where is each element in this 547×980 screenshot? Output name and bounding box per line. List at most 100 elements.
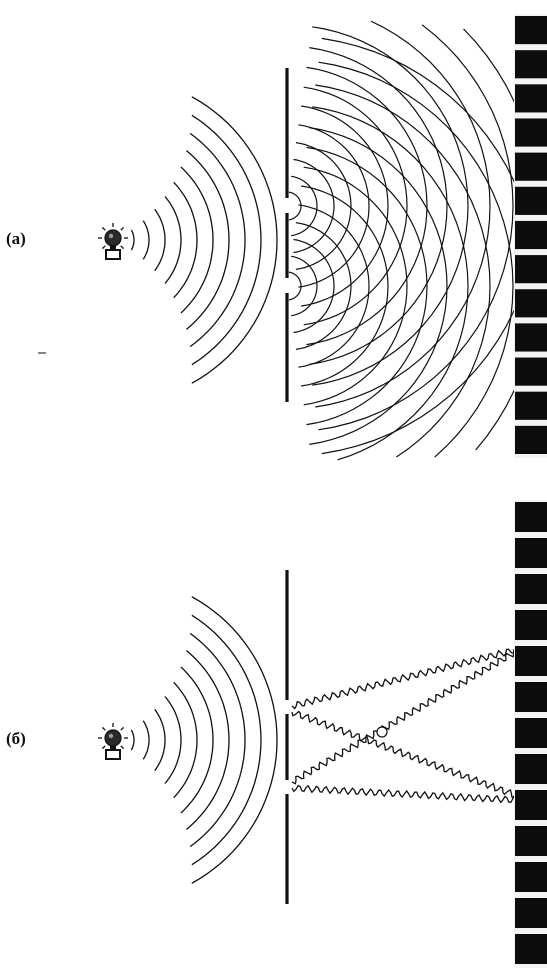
wavefront-arc bbox=[130, 729, 135, 751]
screen-band bbox=[515, 646, 547, 676]
diffracted-arc bbox=[293, 158, 335, 254]
photon-path bbox=[291, 784, 516, 804]
photon-path bbox=[291, 648, 516, 710]
wavefront-arc bbox=[142, 220, 150, 260]
bulb-base bbox=[105, 249, 121, 260]
bulb-glass bbox=[104, 729, 122, 747]
light-ray bbox=[120, 745, 125, 750]
photon-path bbox=[291, 710, 515, 799]
diffracted-arc bbox=[303, 86, 408, 326]
crossing-point bbox=[376, 726, 388, 738]
wavefront-arc bbox=[164, 196, 182, 284]
wavefront-arc bbox=[189, 632, 246, 848]
diffracted-arc bbox=[306, 146, 428, 426]
screen-band bbox=[515, 84, 547, 113]
diffracted-arc bbox=[298, 124, 370, 288]
light-ray bbox=[101, 245, 106, 250]
screen-band bbox=[515, 538, 547, 568]
incoming-wavefronts bbox=[130, 596, 278, 884]
diffracted-arc bbox=[309, 127, 448, 445]
bulb-glass bbox=[104, 229, 122, 247]
wavefront-arc bbox=[154, 708, 166, 772]
wavefront-arc bbox=[173, 181, 198, 299]
diffracted-arc bbox=[295, 222, 352, 350]
light-ray bbox=[101, 226, 106, 231]
wavefront-arc bbox=[185, 650, 230, 830]
light-ray bbox=[101, 745, 106, 750]
light-ray bbox=[120, 226, 125, 231]
screen-band bbox=[515, 391, 547, 420]
diffracted-arc bbox=[298, 204, 370, 368]
wavefront-arc bbox=[191, 596, 278, 884]
bulb-base bbox=[105, 749, 121, 760]
screen-band bbox=[515, 790, 547, 820]
wavefront-arc bbox=[185, 150, 230, 330]
screen-band bbox=[515, 357, 547, 386]
diffracted-arc bbox=[295, 142, 352, 270]
wavefront-arc bbox=[142, 720, 150, 760]
diffracted-arc bbox=[301, 105, 389, 307]
wavefront-arc bbox=[191, 614, 262, 866]
diffracted-arc bbox=[315, 20, 491, 408]
screen-band bbox=[515, 152, 547, 181]
detector-screen bbox=[514, 14, 547, 458]
diffracted-arc bbox=[309, 47, 448, 365]
screen-band bbox=[515, 255, 547, 284]
light-bulb-icon bbox=[98, 723, 128, 760]
diffracted-arc bbox=[293, 238, 335, 334]
photon-paths bbox=[291, 648, 516, 804]
panel-b: (б) bbox=[6, 500, 547, 968]
light-ray bbox=[120, 726, 125, 731]
light-ray bbox=[120, 245, 125, 250]
diffracted-arc bbox=[318, 61, 514, 458]
wavefront-arc bbox=[173, 681, 198, 799]
diffracted-arc bbox=[291, 175, 318, 237]
screen-band bbox=[515, 898, 547, 928]
diffracted-arc bbox=[288, 191, 302, 221]
wavefront-arc bbox=[130, 229, 135, 251]
bulb-highlight bbox=[108, 733, 114, 739]
wavefront-arc bbox=[180, 666, 214, 814]
screen-band bbox=[515, 934, 547, 964]
wavefront-arc bbox=[164, 696, 182, 784]
screen-band bbox=[515, 682, 547, 712]
screen-band bbox=[515, 610, 547, 640]
diffracted-arc bbox=[321, 28, 538, 455]
wavefront-arc bbox=[180, 166, 214, 314]
screen-band bbox=[515, 289, 547, 318]
screen-band bbox=[515, 118, 547, 147]
bulb-highlight bbox=[108, 233, 114, 239]
screen-band bbox=[515, 502, 547, 532]
screen-band bbox=[515, 826, 547, 856]
screen-band bbox=[515, 425, 547, 454]
diffracted-arc bbox=[288, 271, 302, 301]
bulb-neck bbox=[110, 245, 116, 250]
diffracted-wavefronts bbox=[288, 20, 538, 461]
diffracted-arc bbox=[318, 24, 514, 431]
wavefront-arc bbox=[191, 114, 262, 366]
panel-a-label: (a) bbox=[6, 229, 26, 248]
screen-band bbox=[515, 50, 547, 79]
diffracted-arc bbox=[291, 255, 318, 317]
screen-band bbox=[515, 754, 547, 784]
screen-band bbox=[515, 186, 547, 215]
wavefront-arc bbox=[154, 208, 166, 272]
screen-band bbox=[515, 16, 547, 45]
light-ray bbox=[101, 726, 106, 731]
screen-band bbox=[515, 574, 547, 604]
diffracted-arc bbox=[315, 84, 491, 458]
diffracted-arc bbox=[306, 66, 428, 346]
panel-a: (a) bbox=[6, 14, 547, 461]
panel-b-label: (б) bbox=[6, 729, 26, 748]
light-bulb-icon bbox=[98, 223, 128, 260]
screen-band bbox=[515, 220, 547, 250]
screen-band bbox=[515, 323, 547, 352]
screen-band bbox=[515, 718, 547, 748]
diffracted-arc bbox=[301, 185, 389, 387]
photon-path bbox=[291, 649, 515, 785]
wavefront-arc bbox=[189, 132, 246, 348]
diffracted-arc bbox=[321, 37, 538, 451]
detector-screen bbox=[514, 500, 547, 968]
diffracted-arc bbox=[312, 26, 469, 386]
